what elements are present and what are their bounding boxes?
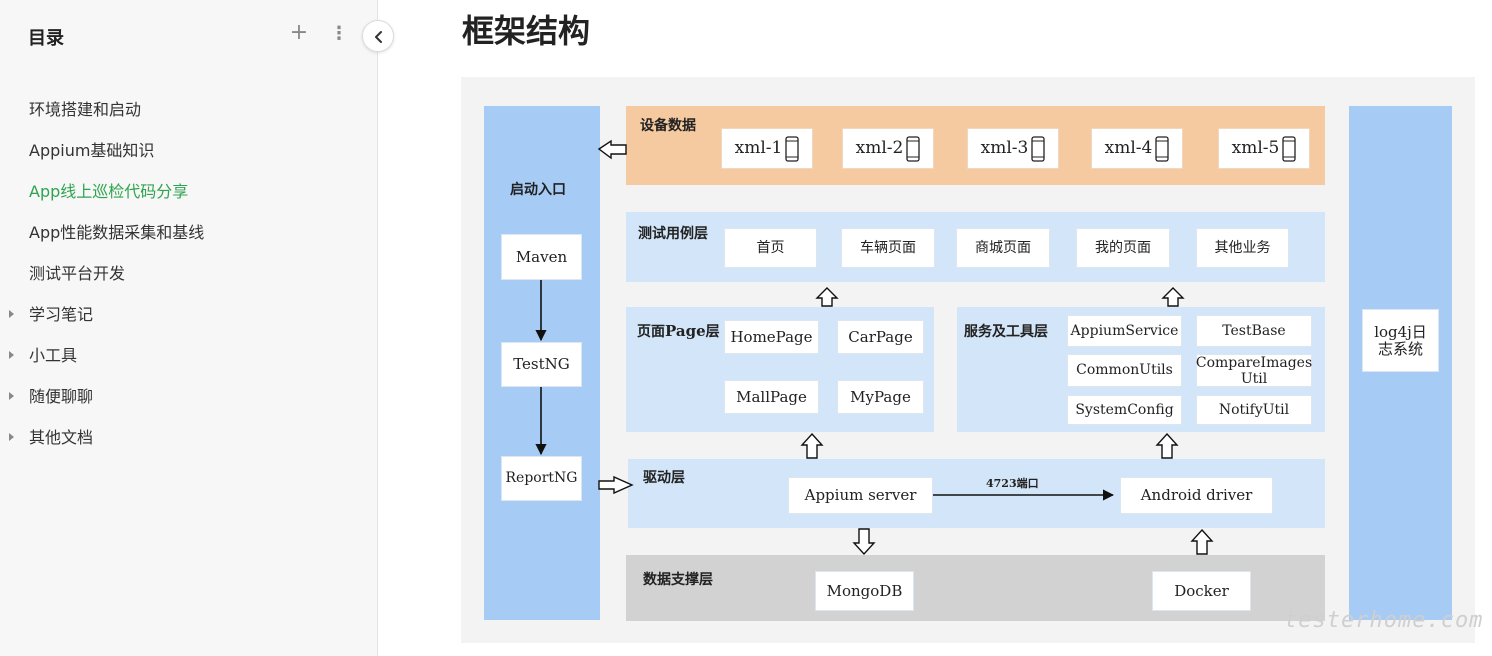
page-mallpage: MallPage — [724, 380, 819, 414]
toc-item-app-performance[interactable]: App性能数据采集和基线 — [0, 212, 377, 253]
service-systemconfig: SystemConfig — [1067, 395, 1182, 425]
hollow-arrow-entry-to-driver — [598, 475, 634, 495]
vertical-dots-icon[interactable]: ⋮ — [330, 23, 348, 44]
service-commonutils: CommonUtils — [1067, 354, 1182, 387]
device-title: 设备数据 — [640, 118, 696, 134]
collapse-sidebar-button[interactable] — [362, 20, 394, 52]
toc-item-label: 环境搭建和启动 — [29, 100, 142, 119]
hollow-arrow-driver-to-service — [1155, 432, 1179, 459]
service-testbase: TestBase — [1196, 315, 1312, 347]
toc-item-app-inspection[interactable]: App线上巡检代码分享 — [0, 171, 377, 212]
hollow-arrow-page-to-testcase — [815, 287, 839, 307]
toc-item-appium-basics[interactable]: Appium基础知识 — [0, 130, 377, 171]
page-title-suffix: 层 — [705, 324, 720, 340]
page-mypage: MyPage — [837, 380, 924, 414]
testcase-home: 首页 — [724, 228, 817, 268]
architecture-diagram: 启动入口 Maven TestNG ReportNG log4j日志系统 设备数… — [461, 77, 1475, 643]
reportng-box: ReportNG — [501, 456, 582, 501]
sidebar-title: 目录 — [28, 28, 64, 49]
data-title: 数据支撑层 — [643, 572, 713, 588]
toc-item-label: 随便聊聊 — [29, 387, 94, 406]
entry-title: 启动入口 — [510, 182, 566, 198]
service-title: 服务及工具层 — [964, 324, 1048, 340]
toc-item-chat[interactable]: 随便聊聊 — [0, 376, 377, 417]
plus-icon[interactable]: + — [289, 20, 309, 45]
testcase-vehicle: 车辆页面 — [841, 228, 935, 268]
hollow-arrow-service-to-testcase — [1161, 287, 1185, 307]
caret-right-icon[interactable] — [9, 310, 14, 318]
device-label: xml-5 — [1231, 138, 1280, 158]
log4j-box: log4j日志系统 — [1362, 309, 1439, 372]
toc-item-study-notes[interactable]: 学习笔记 — [0, 294, 377, 335]
toc-item-test-platform[interactable]: 测试平台开发 — [0, 253, 377, 294]
page-carpage: CarPage — [837, 320, 924, 354]
toc-item-label: 学习笔记 — [29, 305, 94, 324]
caret-right-icon[interactable] — [9, 351, 14, 359]
testcase-mine: 我的页面 — [1076, 228, 1170, 268]
device-xml-4: xml-4 — [1091, 128, 1183, 169]
docker-box: Docker — [1152, 571, 1251, 611]
toc-item-label: App性能数据采集和基线 — [29, 223, 205, 242]
phone-icon — [1282, 135, 1297, 162]
android-driver-box: Android driver — [1120, 477, 1273, 514]
device-label: xml-3 — [980, 138, 1029, 158]
maven-box: Maven — [501, 234, 582, 280]
page-title-bold: Page — [665, 322, 706, 340]
chevron-left-icon — [375, 31, 382, 43]
watermark: testerhome.com — [1284, 608, 1484, 633]
device-label: xml-2 — [855, 138, 904, 158]
hollow-arrow-driver-to-page — [800, 432, 824, 459]
port-label: 4723端口 — [986, 477, 1039, 490]
hollow-arrow-docker-to-driver — [1190, 528, 1214, 555]
testng-box: TestNG — [501, 342, 582, 387]
mongodb-box: MongoDB — [815, 571, 914, 611]
hollow-arrow-device-to-entry — [597, 139, 627, 160]
device-xml-2: xml-2 — [842, 128, 934, 169]
toc-list: 环境搭建和启动 Appium基础知识 App线上巡检代码分享 App性能数据采集… — [0, 89, 377, 458]
device-label: xml-1 — [734, 138, 783, 158]
toc-item-label: 小工具 — [29, 346, 78, 365]
device-label: xml-4 — [1104, 138, 1153, 158]
diagram-arrows — [535, 139, 1214, 556]
toc-item-tools[interactable]: 小工具 — [0, 335, 377, 376]
service-compareimages: CompareImages Util — [1195, 354, 1313, 387]
caret-right-icon[interactable] — [9, 433, 14, 441]
phone-icon — [1155, 135, 1170, 162]
service-appiumservice: AppiumService — [1067, 315, 1182, 347]
page-title-prefix: 页面 — [637, 324, 665, 340]
testcase-other: 其他业务 — [1196, 228, 1289, 268]
toc-item-label: App线上巡检代码分享 — [29, 182, 189, 201]
page-homepage: HomePage — [724, 320, 819, 354]
appium-server-box: Appium server — [788, 477, 933, 514]
testcase-title: 测试用例层 — [638, 226, 708, 242]
page-title: 框架结构 — [462, 12, 591, 50]
page-layer-title: 页面Page层 — [637, 321, 720, 341]
driver-title: 驱动层 — [643, 470, 685, 486]
toc-item-label: 其他文档 — [29, 428, 94, 447]
toc-item-other-docs[interactable]: 其他文档 — [0, 417, 377, 458]
device-xml-5: xml-5 — [1218, 128, 1310, 169]
device-xml-1: xml-1 — [721, 128, 813, 169]
phone-icon — [906, 135, 921, 162]
toc-item-label: Appium基础知识 — [29, 141, 155, 160]
caret-right-icon[interactable] — [9, 392, 14, 400]
toc-item-env-setup[interactable]: 环境搭建和启动 — [0, 89, 377, 130]
toc-item-label: 测试平台开发 — [29, 264, 126, 283]
service-notifyutil: NotifyUtil — [1196, 395, 1312, 425]
testcase-mall: 商城页面 — [956, 228, 1050, 268]
phone-icon — [785, 135, 800, 162]
sidebar: 目录 + ⋮ 环境搭建和启动 Appium基础知识 App线上巡检代码分享 Ap… — [0, 0, 378, 656]
device-xml-3: xml-3 — [967, 128, 1059, 169]
phone-icon — [1031, 135, 1046, 162]
hollow-arrow-server-to-mongodb — [852, 528, 876, 556]
